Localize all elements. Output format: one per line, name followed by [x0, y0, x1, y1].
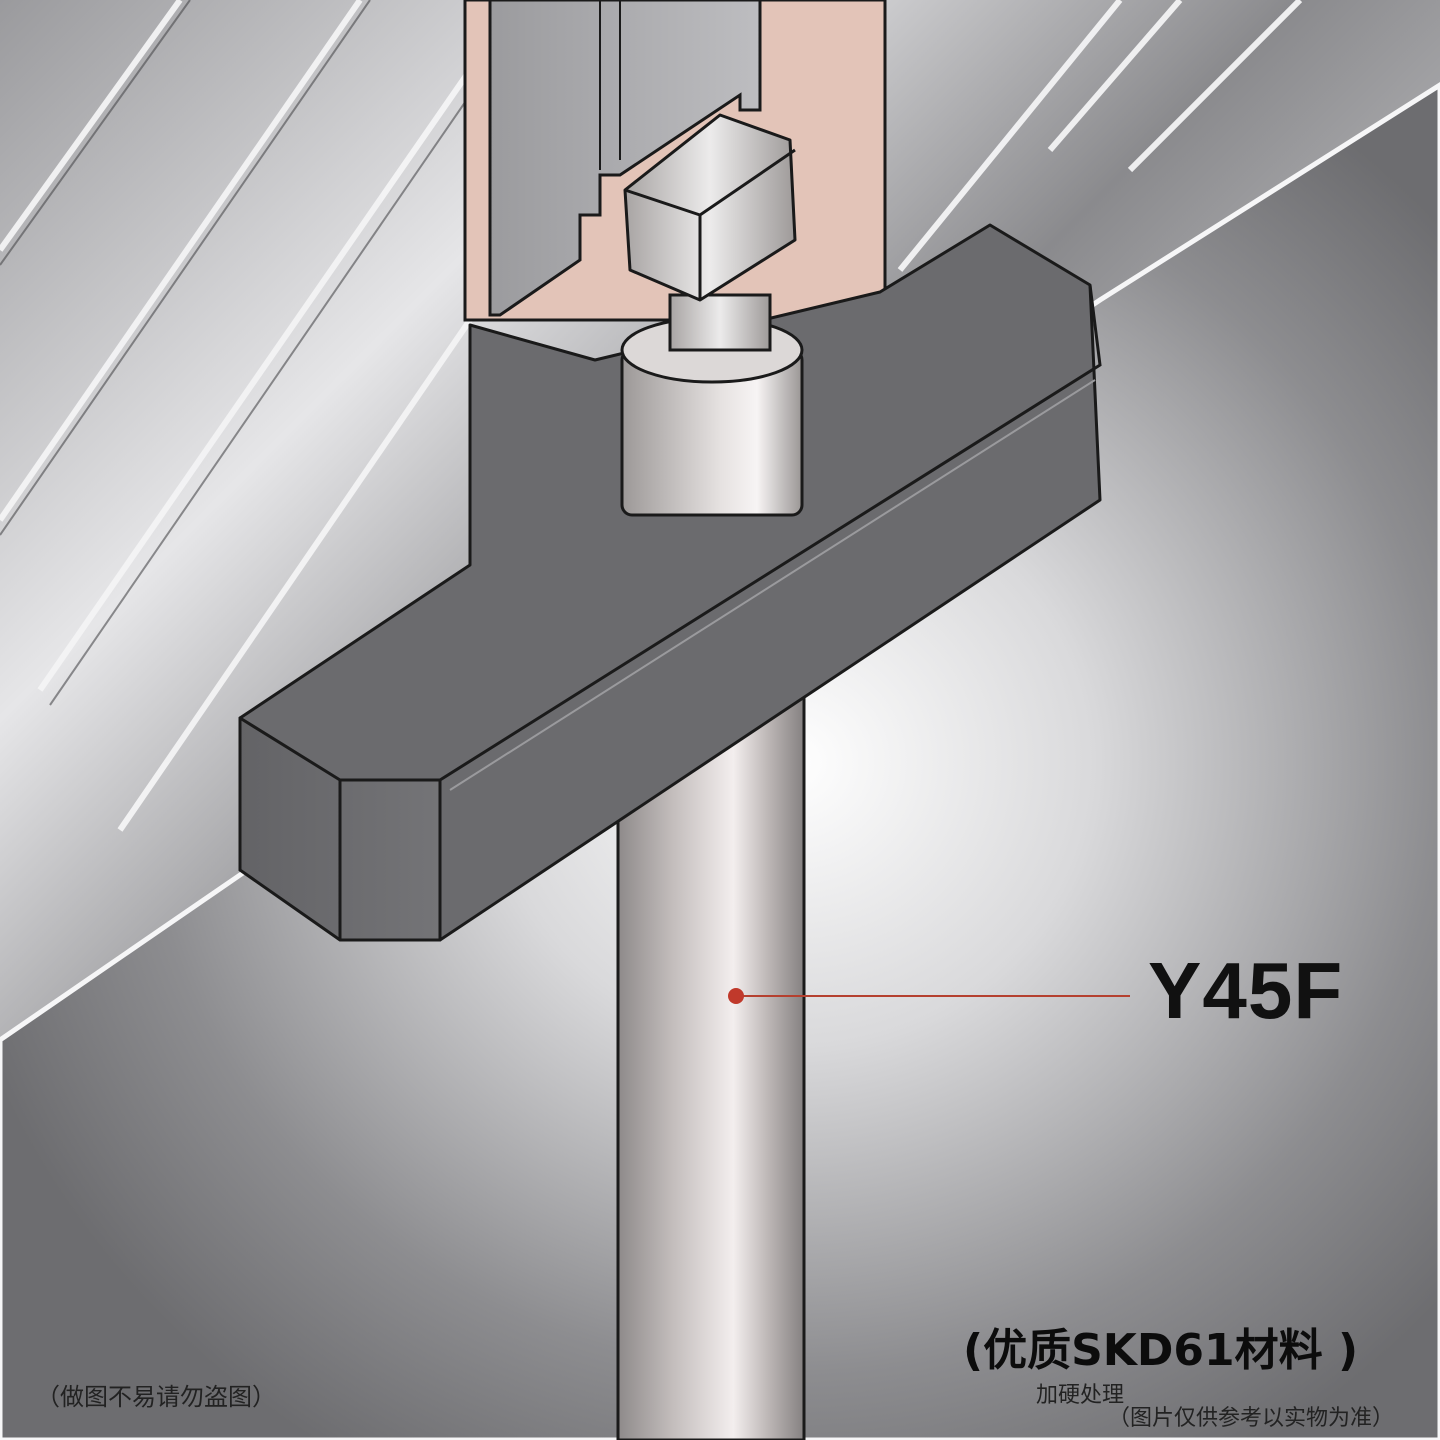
gray-core	[488, 0, 762, 317]
callout-dot	[728, 988, 744, 1004]
ejector-pin	[616, 688, 806, 1440]
copyright-notice: （做图不易请勿盗图）	[36, 1383, 276, 1411]
treatment-note: 加硬处理	[1036, 1383, 1125, 1408]
part-code-label: Y45F	[1148, 946, 1344, 1035]
diagonal-stripes	[0, 0, 1303, 832]
material-note: (优质SKD61材料 )	[963, 1325, 1359, 1376]
reference-disclaimer: （图片仅供参考以实物为准）	[1108, 1406, 1395, 1431]
slider-block-top	[238, 223, 1102, 942]
